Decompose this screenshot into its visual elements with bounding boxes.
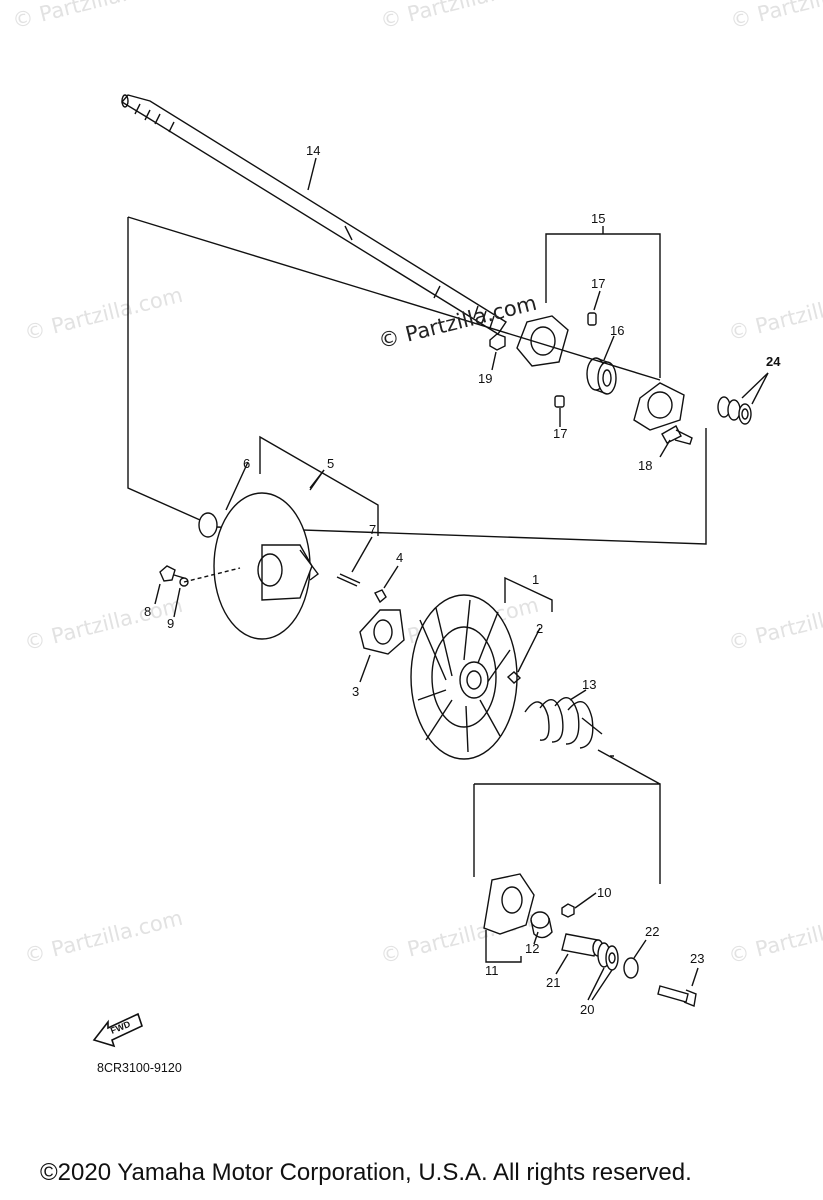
shaft-part (120, 94, 507, 335)
nut-part (561, 903, 575, 918)
movable-sheave-part (410, 594, 518, 760)
callout-label: 13 (582, 677, 596, 692)
bolt-part (661, 425, 693, 445)
copyright-text: ©2020 Yamaha Motor Corporation, U.S.A. A… (40, 1159, 692, 1186)
collar-part (530, 911, 553, 939)
sleeve-part (561, 933, 604, 957)
callout-label: 7 (369, 522, 376, 537)
callout-label: 19 (478, 371, 492, 386)
callout-label: 11 (485, 963, 499, 978)
set-screw-part (587, 312, 597, 326)
fwd-arrow-icon: FWD (92, 1012, 143, 1048)
washer-part (623, 957, 639, 979)
assembly-outline (127, 216, 707, 545)
callout-label: 1 (532, 572, 539, 587)
callout-label: 12 (525, 941, 539, 956)
bearing-housing-part (516, 315, 685, 431)
callout-bracket (545, 233, 661, 378)
callout-label: 18 (638, 458, 652, 473)
roller-part (597, 942, 619, 971)
callout-label: 6 (243, 456, 250, 471)
callout-label: 9 (167, 616, 174, 631)
bushing-part (198, 512, 218, 538)
callout-label: 2 (536, 621, 543, 636)
bolt-part (159, 565, 185, 582)
callout-label: 21 (546, 975, 560, 990)
callout-label: 3 (352, 684, 359, 699)
small-bolt-part (374, 589, 387, 604)
callout-label: 8 (144, 604, 151, 619)
set-screw-part (554, 395, 565, 408)
callout-label: 15 (591, 211, 605, 226)
bolt-part (657, 985, 697, 1007)
diagram-code: 8CR3100-9120 (97, 1061, 182, 1075)
callout-label: 23 (690, 951, 704, 966)
callout-label: 24 (766, 354, 781, 369)
washer-part (179, 577, 189, 587)
fixed-sheave-part (213, 492, 319, 640)
callout-label: 17 (553, 426, 567, 441)
callout-label: 16 (610, 323, 624, 338)
nut-part (489, 333, 506, 351)
callout-label: 5 (327, 456, 334, 471)
callout-label: 22 (645, 924, 659, 939)
spring-part (524, 697, 603, 749)
callout-bracket (259, 435, 379, 536)
cam-holder-part (483, 873, 535, 935)
callout-label: 4 (396, 550, 403, 565)
callout-label: 20 (580, 1002, 594, 1017)
spacer-part (717, 396, 752, 425)
screw-part (506, 671, 522, 684)
callout-bracket (504, 576, 553, 612)
callout-label: 17 (591, 276, 605, 291)
callout-label: 10 (597, 885, 611, 900)
pin-part (336, 576, 358, 587)
gasket-part (359, 609, 405, 655)
assembly-outline (473, 749, 661, 884)
bearing-part (586, 357, 617, 395)
callout-labels: 1 2 3 4 5 6 7 8 9 10 11 12 13 14 15 16 1… (144, 143, 781, 1017)
callout-label: 14 (306, 143, 320, 158)
